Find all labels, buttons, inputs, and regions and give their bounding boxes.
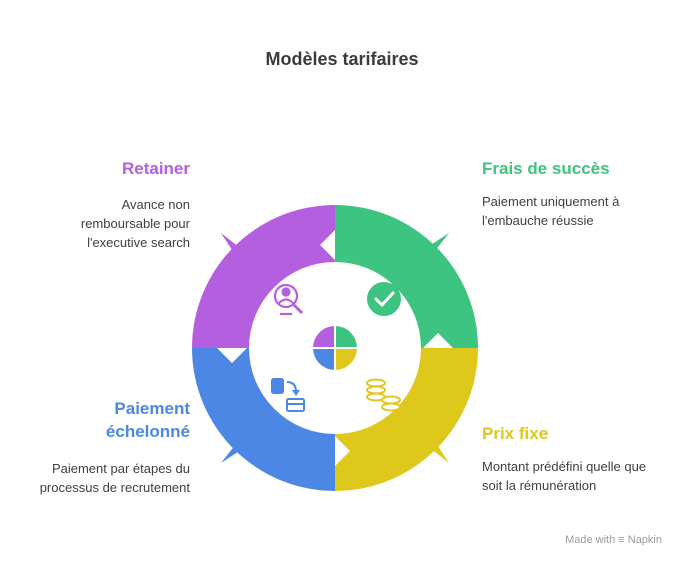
napkin-logo-icon: ≡ — [618, 534, 625, 546]
checkmark-icon — [367, 282, 401, 316]
ring-segment-retainer — [192, 205, 335, 348]
segment-desc-fixed: Montant prédéfini quelle que soit la rém… — [482, 459, 647, 493]
search-person-icon — [273, 283, 304, 316]
coins-icon — [366, 378, 401, 412]
center-pie-retainer — [313, 326, 335, 348]
segment-label-success: Frais de succès — [482, 159, 610, 178]
ring-segment-success — [335, 205, 478, 348]
card-transfer-icon — [271, 378, 305, 412]
ring-arrow-installment — [221, 435, 250, 463]
napkin-brand-text: Napkin — [627, 534, 662, 546]
diagram-title: Modèles tarifaires — [265, 49, 419, 69]
made-with-text: Made with — [565, 534, 616, 546]
center-pie-installment — [313, 348, 335, 370]
segment-desc-retainer: Avance non remboursable pour l'executive… — [80, 197, 190, 250]
segment-label-installment: Paiement échelonné — [105, 399, 190, 441]
napkin-footer: Made with ≡ Napkin — [565, 534, 662, 546]
segment-label-fixed: Prix fixe — [482, 424, 549, 443]
ring-arrow-retainer — [221, 233, 249, 262]
ring-segment-installment — [192, 348, 335, 491]
ring-arrow-success — [420, 233, 449, 261]
center-pie-fixed — [335, 348, 357, 370]
ring-arrow-fixed — [421, 434, 449, 463]
segment-label-retainer: Retainer — [121, 159, 190, 178]
segment-desc-installment: Paiement par étapes du processus de recr… — [39, 461, 190, 495]
ring-segment-fixed — [335, 348, 478, 491]
center-pie-success — [335, 326, 357, 348]
segment-desc-success: Paiement uniquement à l'embauche réussie — [482, 194, 620, 228]
